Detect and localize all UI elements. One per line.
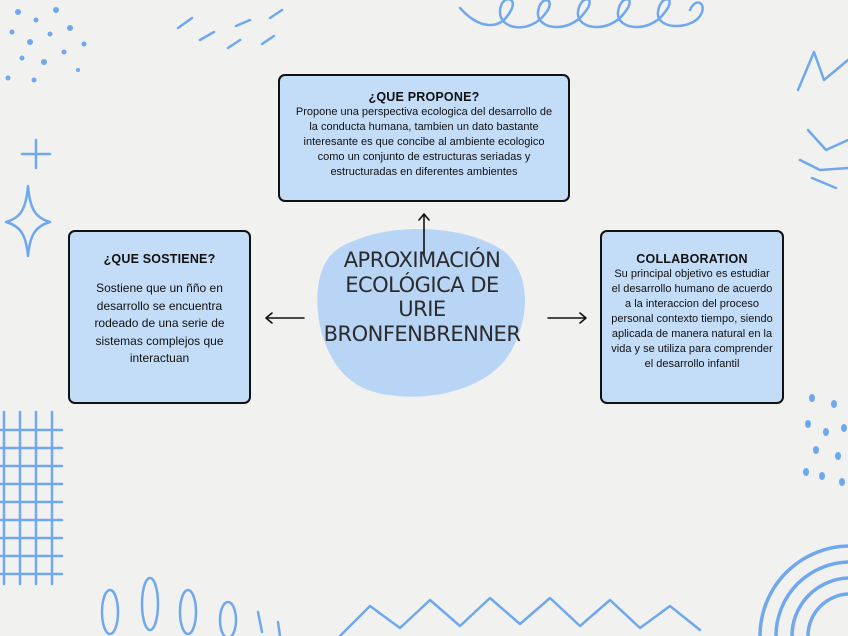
node-que-propone: ¿QUE PROPONE? Propone una perspectiva ec… [278,74,570,202]
crown-icon [796,50,848,190]
zigzag-icon [338,596,702,636]
center-blob [317,228,525,397]
node-body: Propone una perspectiva ecologica del de… [295,106,553,178]
node-title: ¿QUE PROPONE? [368,90,480,104]
connector-left-arrow [265,312,305,324]
grid-icon [0,410,64,586]
node-body: Su principal objetivo es estudiar el des… [611,268,773,370]
central-topic-title: APROXIMACIÓN ECOLÓGICA DE URIE BRONFENBR… [323,248,521,346]
rainbow-icon [758,544,848,636]
node-title: ¿QUE SOSTIENE? [103,252,216,266]
sparkle-icon [4,184,52,258]
node-collaboration: COLLABORATION Su principal objetivo es e… [600,230,784,404]
dots-icon [803,394,847,486]
node-que-sostiene: ¿QUE SOSTIENE? Sostiene que un ñño en de… [68,230,251,404]
node-body: Sostiene que un ñño en desarrollo se enc… [94,281,225,365]
dots-icon [5,7,87,83]
node-title: COLLABORATION [636,252,748,266]
loop-icon [458,0,704,29]
connector-up-arrow [418,213,430,257]
connector-right-arrow [547,312,587,324]
